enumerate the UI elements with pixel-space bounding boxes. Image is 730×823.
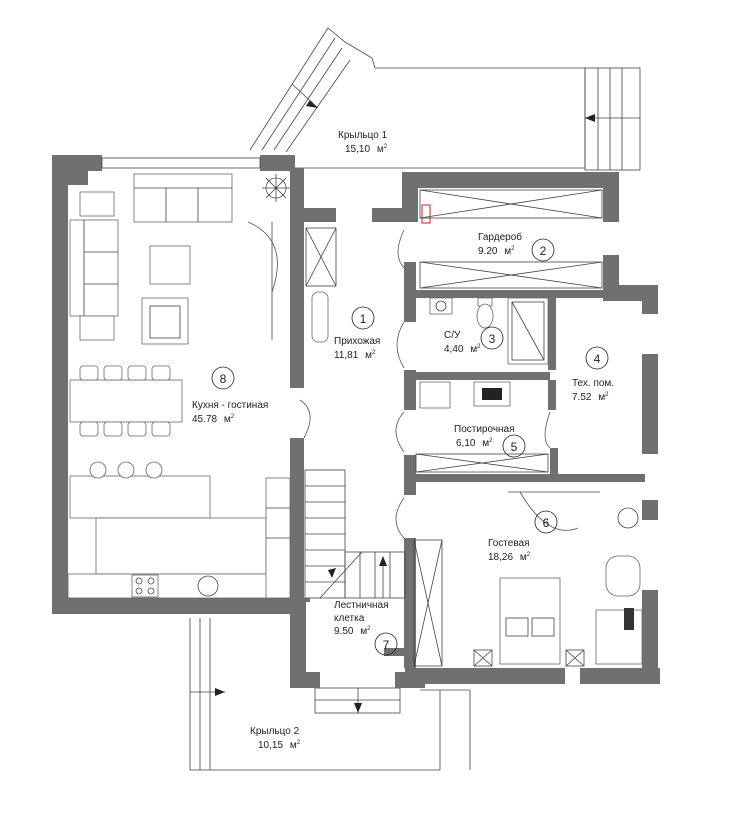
porch-label-2: Крыльцо 2 10,15 м2 bbox=[250, 726, 301, 751]
room-area-unit: м bbox=[520, 552, 527, 563]
kitchen-set bbox=[67, 461, 291, 599]
porch-name: Крыльцо 2 bbox=[250, 726, 300, 737]
room-area-sup: 2 bbox=[511, 246, 515, 252]
porch-area: 10,15 bbox=[258, 740, 283, 751]
room-area: 9.20 bbox=[478, 246, 498, 257]
svg-text:9.20 м2: 9.20 м2 bbox=[478, 246, 515, 257]
porch-1 bbox=[249, 27, 641, 171]
room-name: Тех. пом. bbox=[572, 378, 614, 389]
living-furniture bbox=[69, 173, 290, 345]
room-label-6: 6 Гостевая 18,26 м2 bbox=[488, 510, 558, 563]
room-number: 4 bbox=[594, 352, 601, 366]
room-number: 6 bbox=[543, 516, 550, 530]
svg-text:6,10 м2: 6,10 м2 bbox=[456, 438, 493, 449]
room-area-sup: 2 bbox=[605, 392, 609, 398]
room-area-unit: м bbox=[365, 350, 372, 361]
bathroom-fixtures bbox=[429, 297, 549, 365]
room-name-line2: клетка bbox=[334, 613, 365, 624]
room-area-sup: 2 bbox=[231, 414, 235, 420]
room-label-3: 3 С/У 4,40 м2 bbox=[444, 326, 504, 355]
staircase bbox=[304, 469, 406, 599]
room-name: Гостевая bbox=[488, 538, 530, 549]
room-number: 7 bbox=[383, 638, 390, 652]
room-area: 6,10 bbox=[456, 438, 476, 449]
doors bbox=[299, 229, 551, 539]
porch-area-sup: 2 bbox=[384, 144, 388, 150]
room-area-unit: м bbox=[470, 344, 477, 355]
dining-set bbox=[69, 365, 183, 437]
room-area: 4,40 bbox=[444, 344, 464, 355]
porch-area-unit: м bbox=[377, 144, 384, 155]
porch-2 bbox=[189, 618, 471, 771]
porch-name: Крыльцо 1 bbox=[338, 130, 388, 141]
porch-area: 15,10 bbox=[345, 144, 370, 155]
svg-text:7.52 м2: 7.52 м2 bbox=[572, 392, 609, 403]
room-name: Лестничная bbox=[334, 600, 389, 611]
room-area: 9.50 bbox=[334, 626, 354, 637]
porch-1-arrow-icon bbox=[306, 100, 318, 108]
room-area-unit: м bbox=[504, 246, 511, 257]
accent-marker bbox=[421, 204, 431, 224]
guest-room-furniture bbox=[413, 491, 643, 667]
porch-area-sup: 2 bbox=[297, 740, 301, 746]
room-label-1: 1 Прихожая 11,81 м2 bbox=[334, 306, 380, 361]
room-number: 8 bbox=[220, 372, 227, 386]
svg-text:10,15 м2: 10,15 м2 bbox=[258, 740, 301, 751]
room-area-unit: м bbox=[598, 392, 605, 403]
room-label-8: 8 Кухня - гостиная 45.78 м2 bbox=[192, 366, 268, 425]
svg-text:9.50 м2: 9.50 м2 bbox=[334, 626, 371, 637]
room-name: Гардероб bbox=[478, 231, 522, 243]
room-number: 2 bbox=[540, 244, 547, 258]
porch-area-unit: м bbox=[290, 740, 297, 751]
room-number: 5 bbox=[511, 440, 518, 454]
room-label-4: 4 Тех. пом. 7.52 м2 bbox=[572, 346, 614, 403]
room-area-sup: 2 bbox=[527, 552, 531, 558]
room-area-sup: 2 bbox=[367, 626, 371, 632]
porch-1-steps bbox=[584, 67, 641, 171]
room-area-unit: м bbox=[224, 414, 231, 425]
svg-text:18,26 м2: 18,26 м2 bbox=[488, 552, 531, 563]
hall-cabinet bbox=[305, 227, 337, 343]
room-area-sup: 2 bbox=[477, 344, 481, 350]
room-label-5: 5 Постирочная 6,10 м2 bbox=[454, 424, 526, 458]
room-label-2: 2 Гардероб 9.20 м2 bbox=[478, 231, 555, 262]
room-area-unit: м bbox=[482, 438, 489, 449]
guest-plant-icon bbox=[617, 507, 639, 529]
porch-label-1: Крыльцо 1 15,10 м2 bbox=[338, 130, 388, 155]
room-area-sup: 2 bbox=[372, 350, 376, 356]
walls bbox=[52, 155, 660, 688]
room-name: Постирочная bbox=[454, 424, 515, 435]
room-name: Прихожая bbox=[334, 336, 380, 347]
room-label-7: 7 Лестничная клетка 9.50 м2 bbox=[334, 600, 398, 656]
room-area-sup: 2 bbox=[489, 438, 493, 444]
laundry-fixtures bbox=[415, 381, 549, 473]
room-area: 7.52 bbox=[572, 392, 592, 403]
room-area: 45.78 bbox=[192, 414, 217, 425]
svg-text:11,81 м2: 11,81 м2 bbox=[334, 350, 376, 361]
wardrobe-shelves bbox=[419, 189, 603, 289]
room-number: 3 bbox=[489, 332, 496, 346]
room-area: 18,26 bbox=[488, 552, 513, 563]
room-name: С/У bbox=[444, 330, 461, 341]
room-area: 11,81 bbox=[334, 350, 359, 361]
svg-text:15,10 м2: 15,10 м2 bbox=[345, 144, 388, 155]
room-area-unit: м bbox=[360, 626, 367, 637]
svg-text:45.78 м2: 45.78 м2 bbox=[192, 414, 235, 425]
room-name: Кухня - гостиная bbox=[192, 400, 268, 411]
room-number: 1 bbox=[360, 312, 367, 326]
svg-text:4,40 м2: 4,40 м2 bbox=[444, 344, 481, 355]
